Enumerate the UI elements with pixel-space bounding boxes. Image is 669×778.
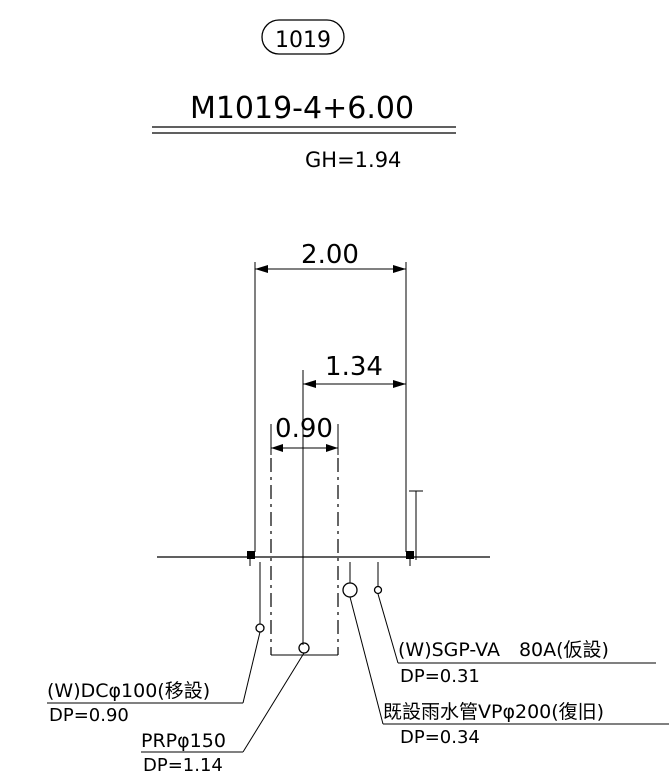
marker-right bbox=[406, 551, 414, 559]
dim-total-arrow-right bbox=[393, 265, 406, 273]
manhole-id-frame bbox=[261, 19, 345, 55]
manhole-id: 1019 bbox=[275, 28, 331, 53]
pipe-dc100-circle bbox=[255, 623, 265, 633]
ground-height: GH=1.94 bbox=[305, 148, 401, 172]
pipe-prp150-circle bbox=[298, 642, 310, 654]
leader-vp200 bbox=[349, 596, 384, 725]
label-dc100: (W)DCφ100(移設) bbox=[47, 680, 210, 702]
leader-dc100 bbox=[242, 631, 261, 704]
label-vp200: 既設雨水管VPφ200(復旧) bbox=[383, 701, 604, 723]
depth-vp200: DP=0.34 bbox=[400, 727, 480, 748]
dim-offset-arrow-right bbox=[393, 380, 406, 388]
label-sgp80: (W)SGP-VA 80A(仮設) bbox=[398, 639, 609, 661]
dim-box-arrow-left bbox=[271, 444, 283, 452]
leader-sgp80 bbox=[377, 593, 399, 664]
dim-total-arrow-left bbox=[255, 265, 268, 273]
pipe-sgp80-circle bbox=[373, 585, 383, 595]
marker-left bbox=[247, 551, 255, 559]
pipe-vp200-circle bbox=[342, 582, 358, 598]
leader-prp150 bbox=[242, 652, 305, 753]
depth-prp150: DP=1.14 bbox=[143, 755, 223, 776]
dim-box-arrow-right bbox=[326, 444, 338, 452]
station-label: M1019-4+6.00 bbox=[190, 91, 414, 126]
dim-offset: 1.34 bbox=[325, 352, 383, 382]
dim-offset-arrow-left bbox=[303, 380, 316, 388]
dim-total-width: 2.00 bbox=[301, 240, 359, 270]
label-prp150: PRPφ150 bbox=[141, 730, 226, 752]
depth-dc100: DP=0.90 bbox=[49, 705, 129, 726]
dim-box-width: 0.90 bbox=[275, 414, 333, 444]
depth-sgp80: DP=0.31 bbox=[400, 666, 480, 687]
